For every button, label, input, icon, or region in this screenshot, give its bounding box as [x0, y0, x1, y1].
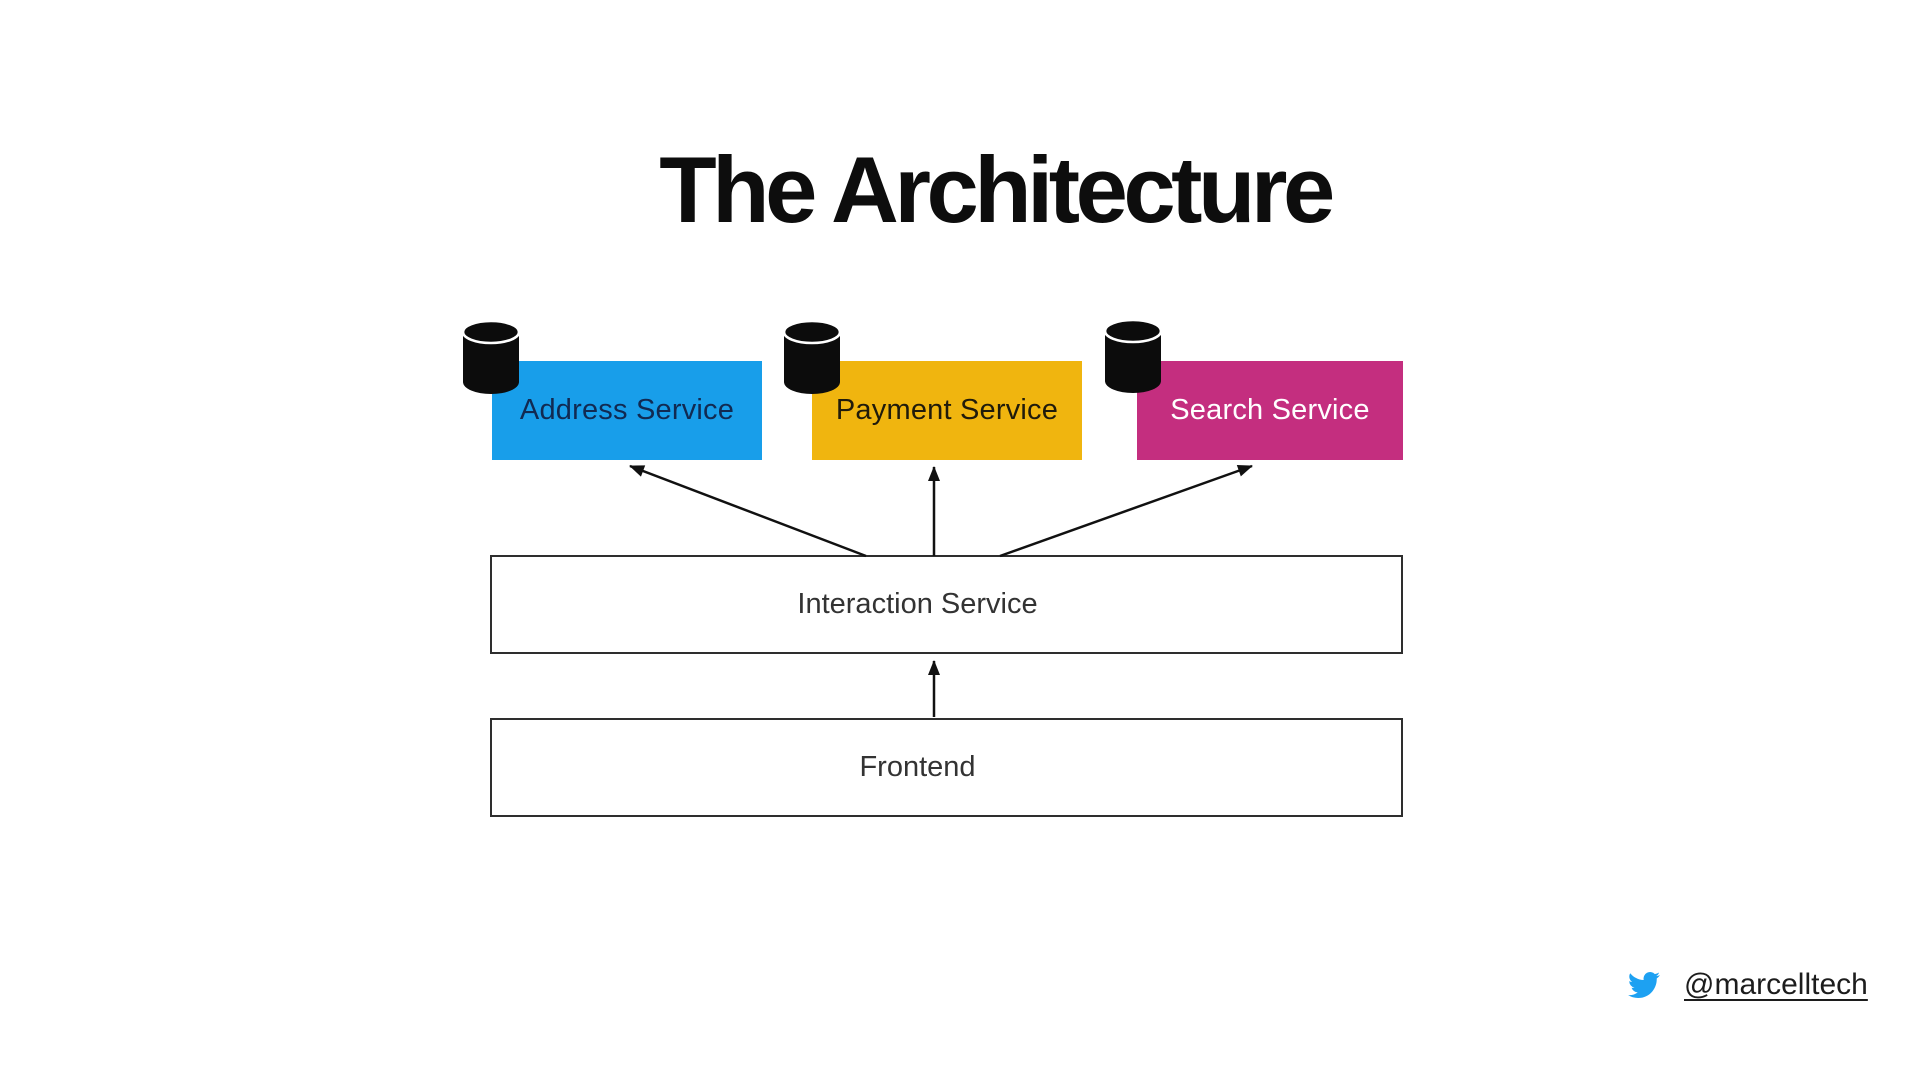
frontend-label: Frontend: [859, 751, 976, 783]
payment-service-label: Payment Service: [835, 394, 1059, 426]
interaction-service-label: Interaction Service: [797, 588, 1038, 620]
search-service-box: Search Service: [1137, 361, 1403, 460]
arrow-interaction-to-search-service: [999, 464, 1253, 558]
twitter-handle-link[interactable]: @marcelltech: [1684, 968, 1868, 1001]
database-icon: [782, 319, 842, 394]
payment-service-box: Payment Service: [812, 361, 1082, 460]
twitter-bird-icon: [1628, 971, 1660, 999]
arrow-interaction-to-address-service: [629, 464, 867, 558]
database-icon: [461, 319, 521, 394]
search-service-label: Search Service: [1170, 394, 1370, 426]
database-icon: [1103, 318, 1163, 393]
interaction-service-box: Interaction Service: [490, 555, 1403, 654]
address-service-label: Address Service: [519, 394, 735, 426]
slide-title: The Architecture: [659, 136, 1335, 242]
frontend-box: Frontend: [490, 718, 1403, 817]
footer: @marcelltech: [1625, 968, 1868, 1002]
address-service-box: Address Service: [492, 361, 762, 460]
